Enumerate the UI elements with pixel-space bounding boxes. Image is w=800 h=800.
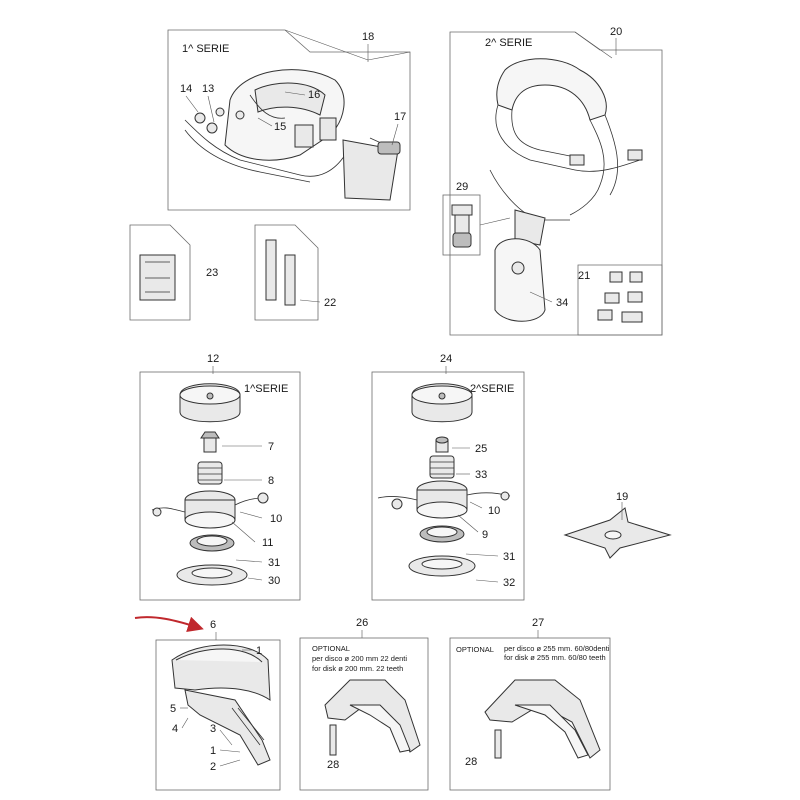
callout-33: 33 xyxy=(475,469,487,481)
callout-19: 19 xyxy=(616,491,628,503)
callout-15: 15 xyxy=(274,121,286,133)
callout-14: 14 xyxy=(180,83,192,95)
callout-28a: 28 xyxy=(327,759,339,771)
harness-shape xyxy=(184,69,401,201)
callout-32: 32 xyxy=(503,577,515,589)
panel-harness-second-series: 2^ SERIE 20 29 21 xyxy=(442,26,663,336)
callout-28b: 28 xyxy=(465,756,477,768)
panel-frame xyxy=(449,637,611,791)
callout-22: 22 xyxy=(324,297,336,309)
callout-26: 26 xyxy=(356,617,368,629)
optional-title: OPTIONAL xyxy=(312,644,350,653)
panel-guard-26: 26 OPTIONAL per disco ø 200 mm 22 denti … xyxy=(299,617,429,791)
part-33-spring xyxy=(429,455,455,479)
optional-line-it: per disco ø 255 mm. 60/80denti xyxy=(504,644,610,653)
optional-line-it: per disco ø 200 mm 22 denti xyxy=(312,654,407,663)
pointer-arrow xyxy=(134,616,204,632)
callout-2: 2 xyxy=(210,761,216,773)
guard-shape xyxy=(171,644,271,766)
callout-12: 12 xyxy=(207,353,219,365)
callout-10b: 10 xyxy=(488,505,500,517)
callout-16: 16 xyxy=(308,89,320,101)
panel-guard-6: 6 1 5 4 3 1 2 xyxy=(134,616,281,791)
panel-frame xyxy=(139,371,301,601)
part-8-spring xyxy=(197,461,223,485)
callout-1a: 1 xyxy=(256,645,262,657)
callout-24: 24 xyxy=(440,353,452,365)
callout-11: 11 xyxy=(262,537,273,549)
callout-4: 4 xyxy=(172,723,178,735)
buckle-part-29 xyxy=(451,204,473,248)
callout-10a: 10 xyxy=(270,513,282,525)
callout-17: 17 xyxy=(394,111,406,123)
panel-head-second-series: 24 2^SERIE 25 33 10 9 31 32 xyxy=(371,353,525,601)
panel-head-first-series: 12 1^SERIE 7 8 10 11 31 30 xyxy=(139,353,301,601)
part-19-blade: 19 xyxy=(563,491,672,559)
callout-21: 21 xyxy=(578,270,590,282)
callout-3: 3 xyxy=(210,723,216,735)
callout-31a: 31 xyxy=(268,557,280,569)
callout-6: 6 xyxy=(210,619,216,631)
optional-title: OPTIONAL xyxy=(456,645,494,654)
inset-21-frame xyxy=(577,264,663,336)
part-31a-ring xyxy=(189,534,235,552)
part-25 xyxy=(435,436,449,453)
harness-straps xyxy=(489,58,643,322)
callout-9: 9 xyxy=(482,529,488,541)
panel-frame xyxy=(371,371,525,601)
callout-1b: 1 xyxy=(210,745,216,757)
callout-27: 27 xyxy=(532,617,544,629)
series-label: 1^SERIE xyxy=(244,383,288,395)
head-cap xyxy=(411,383,473,423)
panel-pad-23: 23 xyxy=(129,224,218,321)
callout-13: 13 xyxy=(202,83,214,95)
series-label: 2^SERIE xyxy=(470,383,514,395)
optional-line-en: for disk ø 200 mm. 22 teeth xyxy=(312,664,403,673)
callout-23: 23 xyxy=(206,267,218,279)
part-7 xyxy=(200,431,220,453)
callout-7: 7 xyxy=(268,441,274,453)
guard-shape xyxy=(484,679,601,759)
callout-31b: 31 xyxy=(503,551,515,563)
part-30-base xyxy=(176,564,248,586)
callout-18: 18 xyxy=(362,31,374,43)
part-32-base xyxy=(408,555,476,577)
panel-guard-27: 27 OPTIONAL per disco ø 255 mm. 60/80den… xyxy=(449,617,611,791)
clips-part-21 xyxy=(597,271,643,323)
head-cap xyxy=(179,383,241,423)
panel-strap-22: 22 xyxy=(254,224,336,321)
panel-frame xyxy=(299,637,429,791)
series-label: 2^ SERIE xyxy=(485,37,532,49)
part-9-spool xyxy=(377,480,511,519)
callout-20: 20 xyxy=(610,26,622,38)
part-11-spool xyxy=(151,490,269,529)
guard-shape xyxy=(324,679,421,753)
part-31b-ring xyxy=(419,525,465,543)
panel-frame xyxy=(155,639,281,791)
callout-8: 8 xyxy=(268,475,274,487)
callout-5: 5 xyxy=(170,703,176,715)
series-label: 1^ SERIE xyxy=(182,43,229,55)
optional-line-en: for disk ø 255 mm. 60/80 teeth xyxy=(504,653,606,662)
panel-harness-first-series: 1^ SERIE 18 14 13 16 15 17 xyxy=(167,29,411,211)
callout-30: 30 xyxy=(268,575,280,587)
callout-34: 34 xyxy=(556,297,568,309)
callout-25: 25 xyxy=(475,443,487,455)
callout-29: 29 xyxy=(456,181,468,193)
